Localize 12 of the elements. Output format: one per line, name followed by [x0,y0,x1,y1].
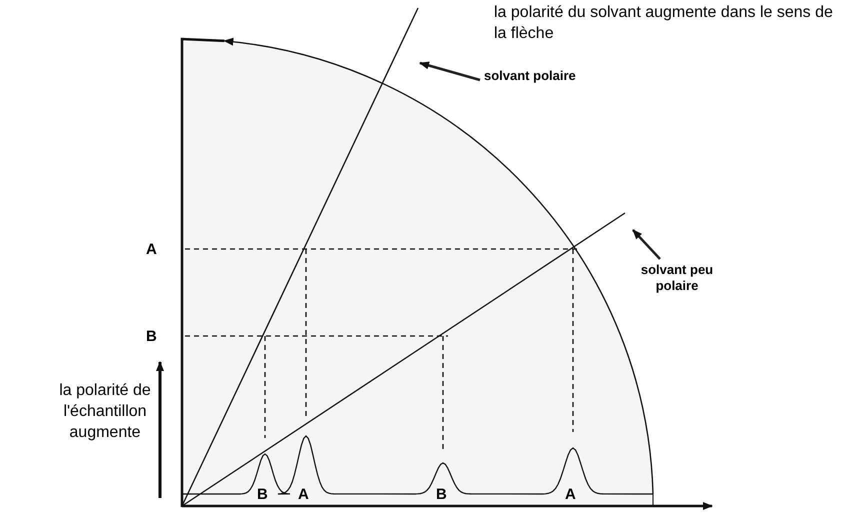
leader-arrow [632,229,661,260]
peak-label: A [146,240,157,260]
peak-label: A [298,485,309,505]
note-text: la polarité du solvant augmente dans le sens de la flèche [494,3,834,44]
peak-label: B [257,485,268,505]
solvent-label: solvant peu polaire [636,262,718,294]
peak-label: B [436,485,447,505]
leader-arrow [419,62,480,82]
note-text: la polarité de l'échantillon augmente [58,381,152,443]
peak-label: A [565,485,576,505]
solvent-label: solvant polaire [484,68,604,84]
peak-label: B [146,327,157,347]
